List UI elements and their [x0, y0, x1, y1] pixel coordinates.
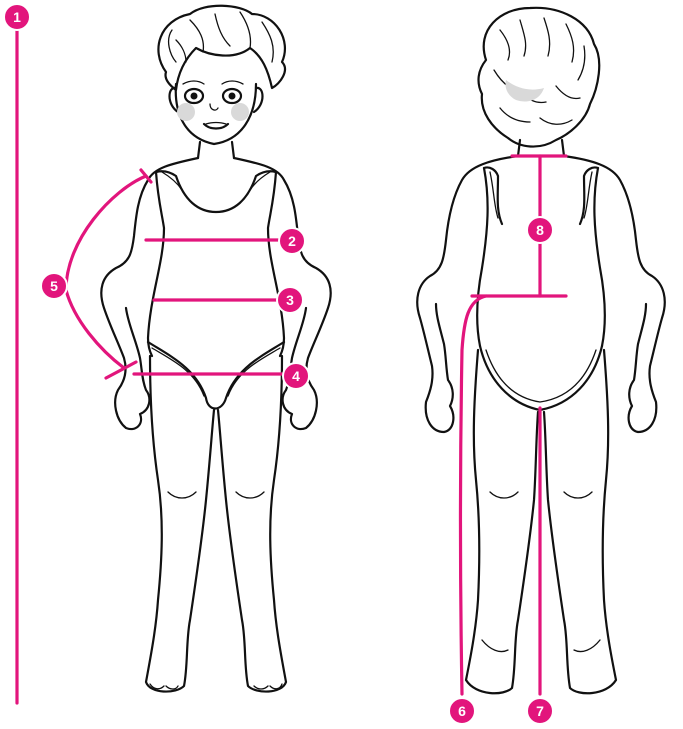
svg-text:7: 7 — [536, 703, 544, 719]
svg-text:2: 2 — [288, 233, 296, 249]
marker-5: 5 — [41, 273, 67, 299]
svg-text:6: 6 — [458, 703, 466, 719]
marker-8: 8 — [527, 217, 553, 243]
marker-2: 2 — [279, 228, 305, 254]
svg-text:8: 8 — [536, 222, 544, 238]
marker-7: 7 — [527, 698, 553, 724]
marker-4: 4 — [283, 363, 309, 389]
svg-text:1: 1 — [13, 9, 21, 25]
child-front-figure — [101, 6, 330, 692]
svg-text:4: 4 — [292, 368, 300, 384]
marker-6: 6 — [449, 698, 475, 724]
marker-3: 3 — [277, 287, 303, 313]
svg-text:5: 5 — [50, 278, 58, 294]
marker-1: 1 — [4, 4, 30, 30]
svg-text:3: 3 — [286, 292, 294, 308]
